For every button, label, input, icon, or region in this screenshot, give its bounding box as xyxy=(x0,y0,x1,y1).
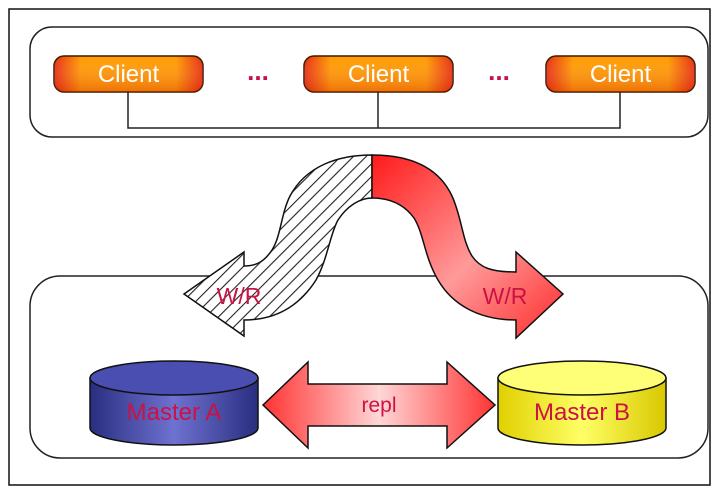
master-a-label: Master A xyxy=(127,399,222,426)
flow-right-label: W/R xyxy=(483,283,528,309)
master-b-label: Master B xyxy=(534,399,630,426)
master-a-database: Master A xyxy=(89,360,259,446)
flow-arrow-left xyxy=(182,154,373,338)
client-label: Client xyxy=(98,61,160,88)
client-label: Client xyxy=(590,61,652,88)
ellipsis: ... xyxy=(488,56,510,86)
client-node: Client xyxy=(545,55,696,93)
flow-left-label: W/R xyxy=(217,283,262,309)
replication-label: repl xyxy=(361,394,396,417)
client-label: Client xyxy=(348,61,410,88)
master-b-database: Master B xyxy=(497,360,667,446)
client-connector xyxy=(127,92,621,129)
client-node: Client xyxy=(303,55,454,93)
flow-arrow-right xyxy=(371,154,565,340)
ellipsis: ... xyxy=(247,56,269,86)
client-node: Client xyxy=(53,55,204,93)
replication-arrow xyxy=(261,360,497,450)
